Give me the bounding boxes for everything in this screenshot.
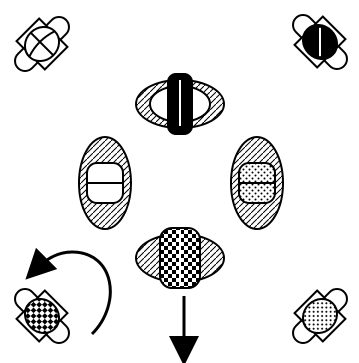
bottom-right-corner-piece[interactable]	[282, 278, 358, 354]
center-bottom-piece[interactable]	[136, 228, 224, 288]
center-left-piece[interactable]	[79, 137, 131, 229]
center-top-piece[interactable]	[136, 74, 224, 134]
center-right-piece[interactable]	[231, 137, 283, 229]
top-left-corner-piece[interactable]	[4, 6, 80, 82]
top-right-corner-piece[interactable]	[282, 4, 358, 80]
bottom-left-corner-piece[interactable]	[4, 278, 80, 354]
